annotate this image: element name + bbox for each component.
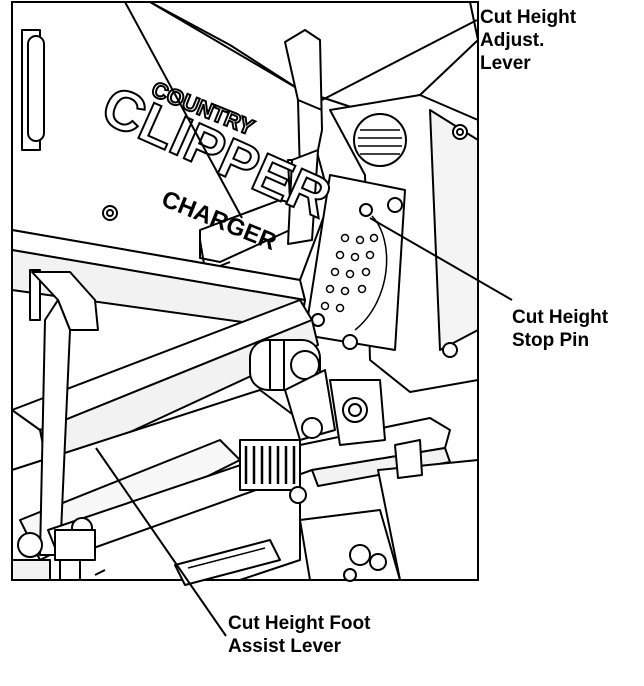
adjust-holes	[320, 233, 379, 313]
leader-top-lever	[124, 1, 243, 219]
machine-drawing	[11, 1, 479, 586]
spring	[239, 439, 301, 491]
leader-foot-assist	[95, 447, 227, 637]
leader-lines	[95, 1, 513, 637]
label-cut-height-adjust-lever: Cut Height Adjust. Lever	[480, 7, 577, 74]
label-cut-height-foot-assist-lever: Cut Height Foot Assist Lever	[228, 613, 371, 657]
label-cut-height-stop-pin: Cut Height Stop Pin	[512, 307, 609, 351]
leader-stop-pin	[369, 217, 513, 301]
leader-adjust-lever	[321, 19, 478, 101]
